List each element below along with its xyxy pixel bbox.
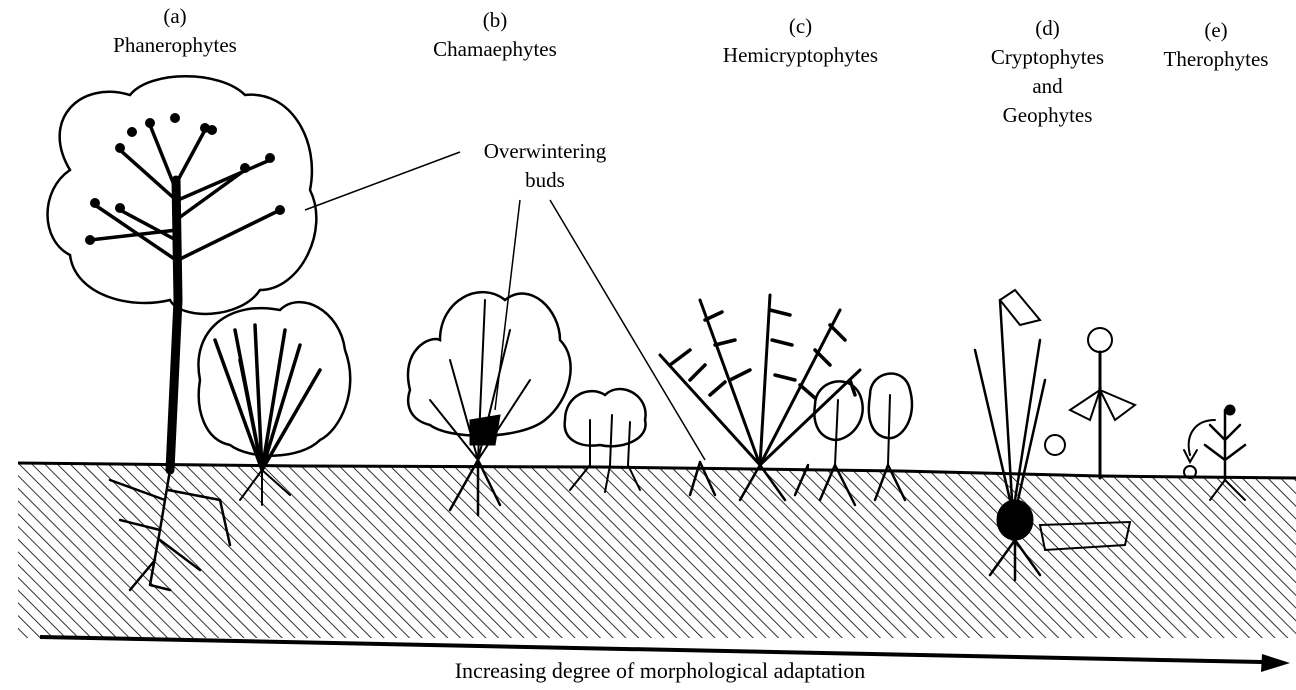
category-name-line: and (965, 72, 1130, 101)
category-name-line: Cryptophytes (965, 43, 1130, 72)
category-cryptophytes-geophytes: (d) Cryptophytes and Geophytes (965, 14, 1130, 130)
category-name-line: Geophytes (965, 101, 1130, 130)
category-name: Chamaephytes (405, 35, 585, 64)
category-letter: (a) (95, 2, 255, 31)
geophyte-flowering-plant (1045, 328, 1135, 478)
category-name: Phanerophytes (95, 31, 255, 60)
overwintering-buds-label: Overwintering buds (440, 137, 650, 195)
category-letter: (e) (1146, 16, 1286, 45)
category-name: Therophytes (1146, 45, 1286, 74)
category-chamaephytes: (b) Chamaephytes (405, 6, 585, 64)
category-phanerophytes: (a) Phanerophytes (95, 2, 255, 60)
category-hemicryptophytes: (c) Hemicryptophytes (698, 12, 903, 70)
axis-caption: Increasing degree of morphological adapt… (360, 656, 960, 685)
phanerophyte-tree (48, 76, 317, 470)
category-therophytes: (e) Therophytes (1146, 16, 1286, 74)
callout-line: buds (440, 166, 650, 195)
callout-line: Overwintering (440, 137, 650, 166)
category-letter: (b) (405, 6, 585, 35)
category-name: Hemicryptophytes (698, 41, 903, 70)
category-letter: (d) (965, 14, 1130, 43)
category-letter: (c) (698, 12, 903, 41)
soil-hatching (18, 463, 1296, 638)
